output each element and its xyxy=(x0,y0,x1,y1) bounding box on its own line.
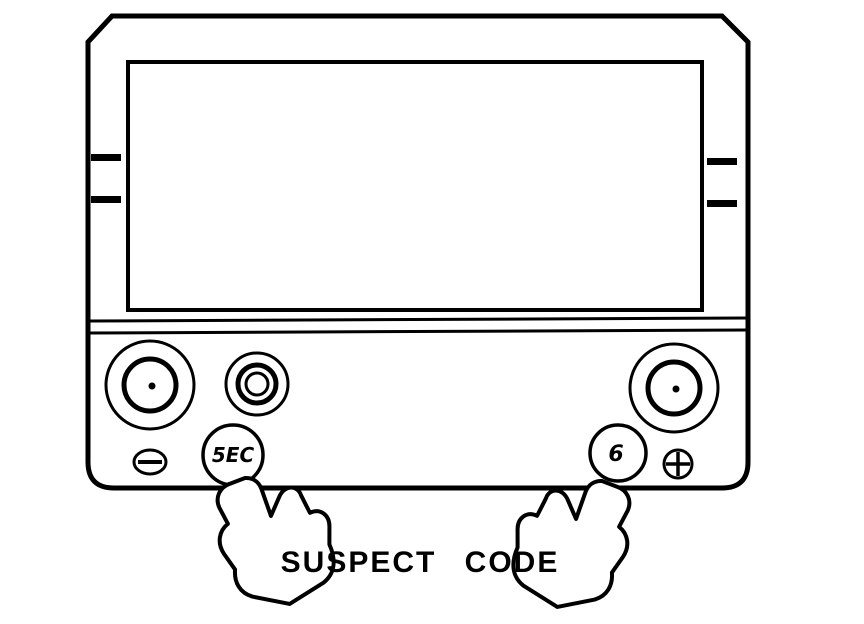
flathead-screw-icon xyxy=(132,448,168,476)
knob-center xyxy=(224,351,290,417)
pointing-hand-left-icon xyxy=(215,475,336,606)
vent-slot-right-top xyxy=(707,158,737,165)
knob-left-outer-ring xyxy=(104,339,196,431)
vent-slot-right-bottom xyxy=(707,200,737,207)
code-circle-right-outline xyxy=(588,423,648,483)
flathead-screw-head xyxy=(132,448,168,476)
knob-left xyxy=(104,339,196,431)
caption: SUSPECT CODE xyxy=(281,546,560,579)
knob-right-outer-ring xyxy=(628,342,720,434)
phillips-screw-icon xyxy=(662,448,694,480)
knob-left-dot xyxy=(148,382,156,390)
code-left-label: 5EC xyxy=(212,443,255,467)
panel-divider-bottom xyxy=(88,328,748,335)
vent-slot-left-top xyxy=(91,154,121,161)
phillips-screw-head xyxy=(662,448,694,480)
knob-right xyxy=(628,342,720,434)
knob-center-inner-ring xyxy=(244,371,270,397)
device-screen xyxy=(126,60,704,312)
knob-center-middle-ring xyxy=(235,362,279,406)
code-circle-left: 5EC xyxy=(201,423,265,487)
knob-left-inner-ring xyxy=(121,356,179,414)
code-circle-right: 6 xyxy=(588,423,648,483)
pointing-hand-right-icon xyxy=(511,478,632,609)
panel-divider-top xyxy=(88,316,748,323)
vent-slot-left-bottom xyxy=(91,196,121,203)
knob-right-inner-ring xyxy=(645,359,703,417)
code-right-label: 6 xyxy=(608,442,623,467)
knob-right-dot xyxy=(672,385,680,393)
knob-center-outer-ring xyxy=(224,351,290,417)
